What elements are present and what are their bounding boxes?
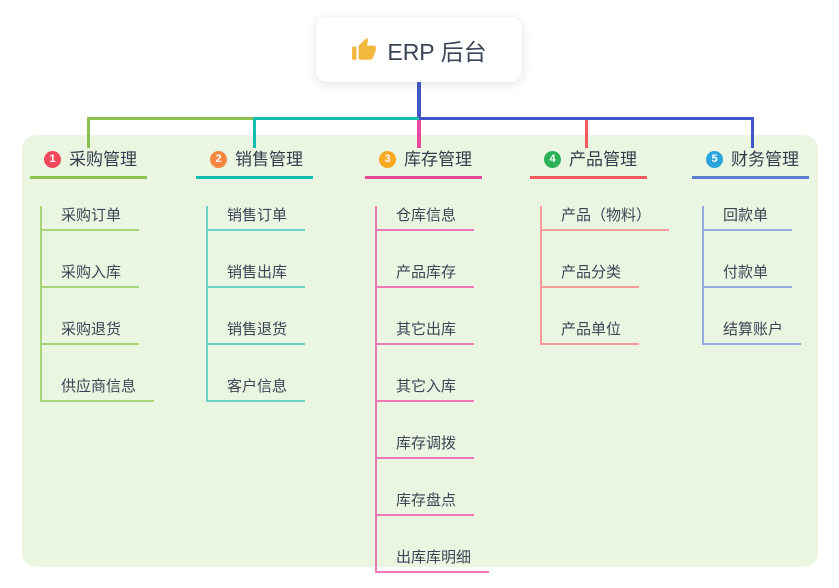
child-node[interactable]: 销售订单 [208,206,306,231]
branch-number-badge: 4 [544,151,561,168]
branch-number-badge: 1 [44,151,61,168]
connector-drop-5 [751,117,754,148]
branch-children-1: 采购订单采购入库采购退货供应商信息 [40,206,155,402]
child-node[interactable]: 产品（物料） [542,206,670,231]
connector-drop-2 [253,117,256,148]
child-node[interactable]: 供应商信息 [42,377,155,402]
root-title: ERP 后台 [387,38,487,65]
branch-label: 财务管理 [731,150,799,169]
branch-label: 销售管理 [235,150,303,169]
child-node[interactable]: 库存盘点 [377,491,475,516]
branch-header-1[interactable]: 1 采购管理 [30,150,147,179]
branch-label: 采购管理 [69,150,137,169]
child-node[interactable]: 出库库明细 [377,548,490,573]
child-node[interactable]: 产品库存 [377,263,475,288]
child-node[interactable]: 销售出库 [208,263,306,288]
branch-children-3: 仓库信息产品库存其它出库其它入库库存调拨库存盘点出库库明细 [375,206,490,573]
branch-2: 2 销售管理销售订单销售出库销售退货客户信息 [196,150,313,402]
child-node[interactable]: 其它出库 [377,320,475,345]
connector-h-right [419,117,754,120]
thumbs-up-icon [351,37,377,63]
connector-drop-3 [417,117,421,148]
branch-children-2: 销售订单销售出库销售退货客户信息 [206,206,306,402]
branch-number-badge: 5 [706,151,723,168]
branch-1: 1 采购管理采购订单采购入库采购退货供应商信息 [30,150,155,402]
branch-children-5: 回款单付款单结算账户 [702,206,802,345]
branch-header-3[interactable]: 3 库存管理 [365,150,482,179]
child-node[interactable]: 采购入库 [42,263,140,288]
branch-header-4[interactable]: 4 产品管理 [530,150,647,179]
branch-5: 5 财务管理回款单付款单结算账户 [692,150,809,345]
child-node[interactable]: 采购退货 [42,320,140,345]
branches-panel [22,135,818,567]
root-node[interactable]: ERP 后台 [316,17,522,82]
child-node[interactable]: 销售退货 [208,320,306,345]
child-node[interactable]: 付款单 [704,263,792,288]
child-node[interactable]: 采购订单 [42,206,140,231]
child-node[interactable]: 产品单位 [542,320,640,345]
branch-3: 3 库存管理仓库信息产品库存其它出库其它入库库存调拨库存盘点出库库明细 [365,150,490,573]
child-node[interactable]: 其它入库 [377,377,475,402]
child-node[interactable]: 产品分类 [542,263,640,288]
connector-drop-1 [87,117,90,148]
child-node[interactable]: 库存调拨 [377,434,475,459]
connector-h-branch-2 [253,117,420,120]
branch-number-badge: 3 [379,151,396,168]
branch-4: 4 产品管理产品（物料） 产品分类产品单位 [530,150,670,345]
child-node[interactable]: 仓库信息 [377,206,475,231]
child-node[interactable]: 回款单 [704,206,792,231]
branch-label: 库存管理 [404,150,472,169]
child-node[interactable]: 客户信息 [208,377,306,402]
branch-number-badge: 2 [210,151,227,168]
branch-header-2[interactable]: 2 销售管理 [196,150,313,179]
branch-header-5[interactable]: 5 财务管理 [692,150,809,179]
branch-children-4: 产品（物料） 产品分类产品单位 [540,206,670,345]
connector-drop-4 [585,119,588,148]
connector-root-drop [417,82,421,118]
branch-label: 产品管理 [569,150,637,169]
connector-h-branch-1 [87,117,254,120]
child-node[interactable]: 结算账户 [704,320,802,345]
